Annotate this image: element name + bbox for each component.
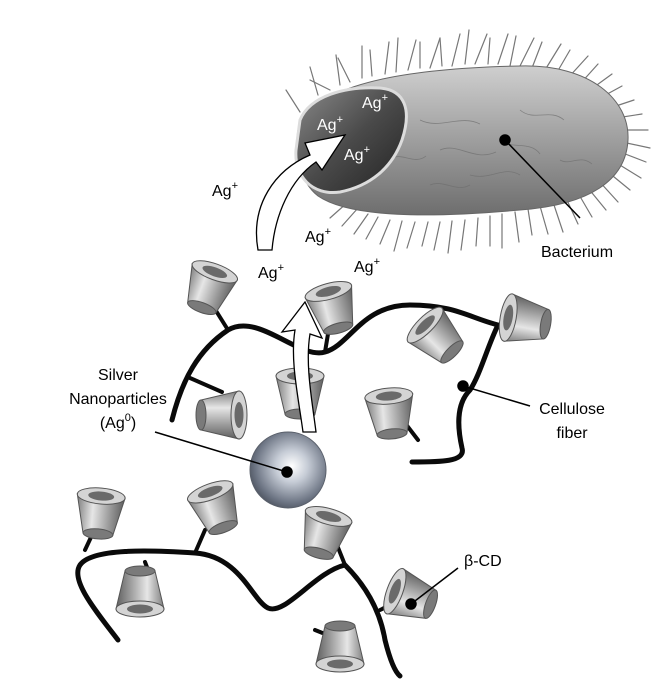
silver-label-line1: Silver xyxy=(98,367,139,384)
ion-label-out-1: Ag+ xyxy=(212,180,238,200)
ion-label-out-4: Ag+ xyxy=(354,256,380,276)
beta-cd-label: β-CD xyxy=(464,553,502,570)
cellulose-label-line1: Cellulose xyxy=(539,401,605,418)
fiber-pointer-dot xyxy=(458,381,468,391)
nanoparticle-pointer-dot xyxy=(282,467,292,477)
silver-label-line2: Nanoparticles xyxy=(69,391,167,408)
cd-pointer-dot xyxy=(406,599,416,609)
silver-label-line3: (Ag0) xyxy=(100,412,136,432)
bacterium-label: Bacterium xyxy=(541,244,613,261)
ion-label-out-2: Ag+ xyxy=(305,226,331,246)
bacterium-pointer-dot xyxy=(500,135,510,145)
cellulose-label-line2: fiber xyxy=(556,425,588,442)
ion-label-out-3: Ag+ xyxy=(258,262,284,282)
